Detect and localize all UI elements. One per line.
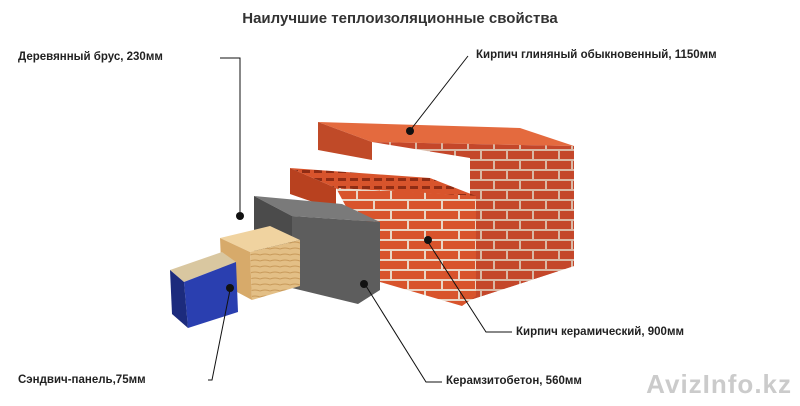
watermark-logo: AvizInfo.kz: [646, 369, 792, 399]
label-expanded-clay: Керамзитобетон, 560мм: [446, 375, 582, 387]
clay-brick-marker: [406, 127, 414, 135]
wood-marker: [236, 212, 244, 220]
page-title: Наилучшие теплоизоляционные свойства: [242, 10, 558, 27]
ceramic-brick-wall: [290, 168, 476, 306]
label-wood: Деревянный брус, 230мм: [18, 51, 163, 63]
leader-dots: [226, 127, 432, 292]
ceramic-brick-marker: [424, 236, 432, 244]
label-ceramic-brick: Кирпич керамический, 900мм: [516, 326, 684, 338]
label-sandwich: Сэндвич-панель,75мм: [18, 374, 146, 386]
expanded-clay-marker: [360, 280, 368, 288]
sandwich-panel: [170, 252, 238, 328]
leader-lines: [208, 55, 512, 383]
sandwich-marker: [226, 284, 234, 292]
label-clay-brick: Кирпич глиняный обыкновенный, 1150мм: [476, 49, 717, 61]
